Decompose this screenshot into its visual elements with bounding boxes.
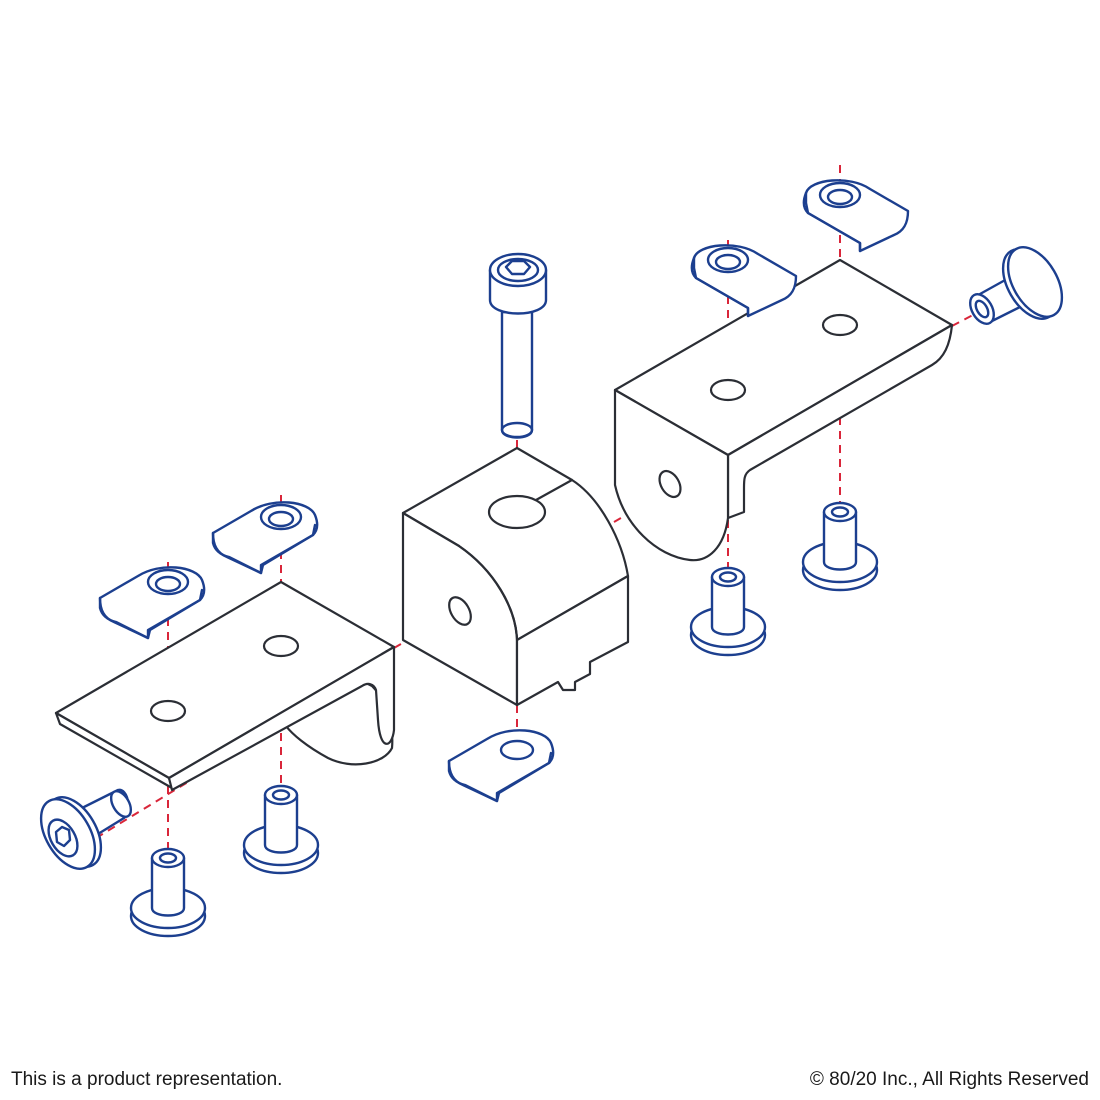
mounting-hole — [821, 313, 859, 337]
copyright-text: © 80/20 Inc., All Rights Reserved — [809, 1069, 1089, 1090]
left-angle-bracket — [54, 580, 396, 792]
socket-head-cap-screw — [488, 252, 548, 439]
bracket-right-edge — [726, 323, 954, 520]
t-nut — [98, 566, 206, 640]
t-nut — [802, 179, 910, 253]
axis-line — [95, 781, 189, 839]
mounting-hole — [262, 634, 300, 658]
center-pivot-block — [401, 446, 630, 707]
flange-button-bolt-horizontal — [969, 246, 1064, 325]
disclaimer-text: This is a product representation. — [11, 1069, 283, 1090]
mounting-hole — [709, 378, 747, 402]
hex-socket-icon — [504, 259, 532, 276]
block-right-face — [515, 574, 630, 707]
hex-socket-icon — [54, 825, 72, 848]
right-angle-bracket — [613, 258, 954, 562]
flange-button-bolt — [689, 566, 767, 657]
hole-slot-edge — [534, 478, 574, 502]
flange-button-bolt — [129, 847, 207, 938]
side-hole — [658, 469, 682, 499]
t-nut — [690, 244, 798, 318]
t-nut — [447, 729, 555, 803]
t-nut — [211, 501, 319, 575]
top-through-hole — [487, 494, 547, 530]
flange-button-bolt — [801, 501, 879, 592]
mounting-hole — [149, 699, 187, 723]
flange-button-bolt — [242, 784, 320, 875]
bracket-side-edge — [167, 645, 396, 792]
socket-flange-bolt — [39, 788, 133, 870]
side-hole — [448, 596, 472, 626]
block-curve-edge — [457, 544, 519, 642]
